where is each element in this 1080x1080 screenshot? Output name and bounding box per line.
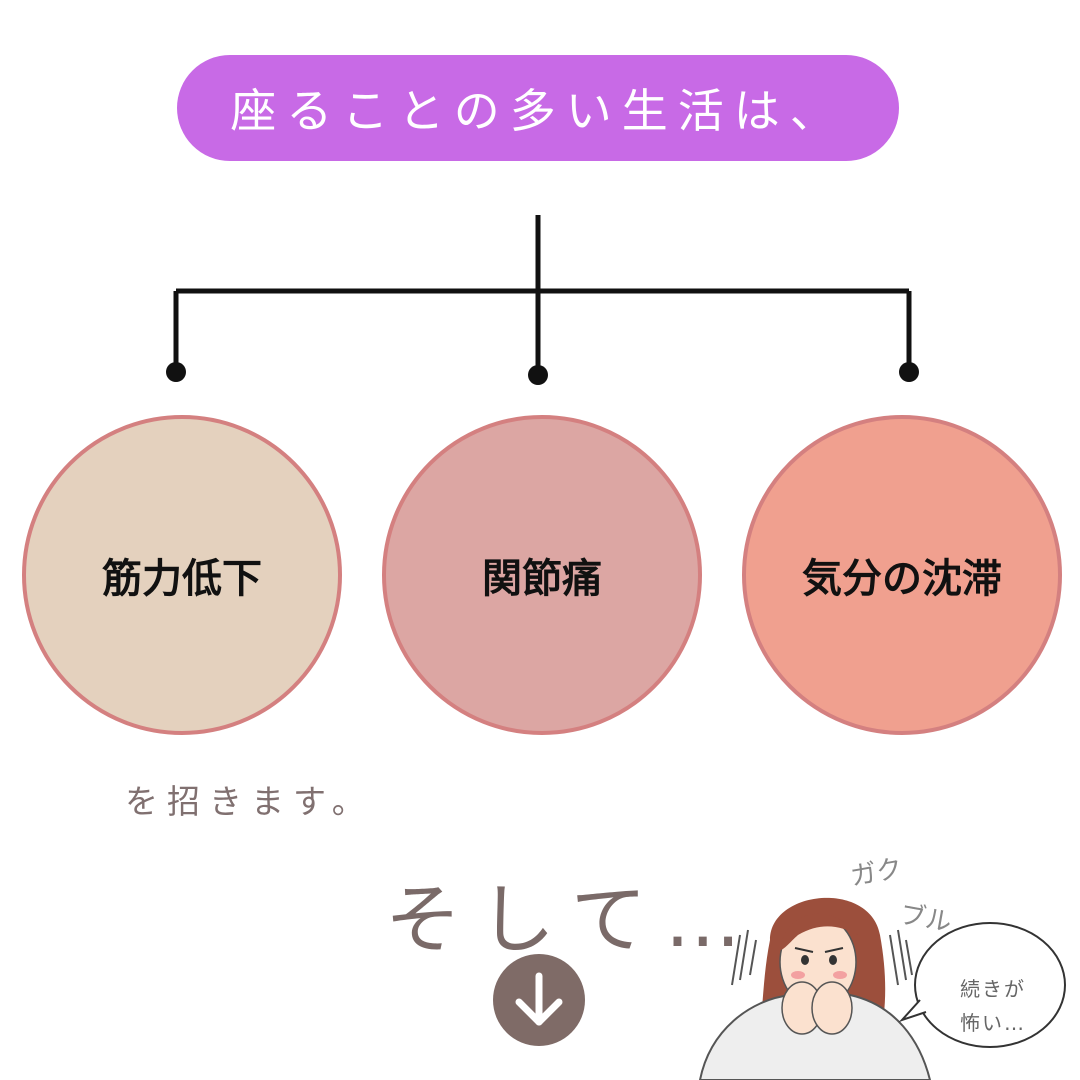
branch-left-dot <box>166 362 186 382</box>
circle-fill <box>22 415 342 735</box>
speech-bubble-text: 続きが 怖い… <box>948 972 1038 1040</box>
speech-line-1: 続きが <box>960 977 1026 1001</box>
effect-circle-mood: 気分の沈滞 <box>742 415 1062 735</box>
speech-line-2: 怖い… <box>960 1011 1026 1035</box>
scroll-down-button[interactable] <box>493 954 585 1046</box>
transition-text: そして… <box>385 875 759 964</box>
caption-text: を招きます。 <box>125 782 374 821</box>
circle-label: 関節痛 <box>482 556 602 602</box>
worried-woman-illustration <box>698 897 1066 1080</box>
effect-circle-joint: 関節痛 <box>382 415 702 735</box>
branch-center-dot <box>528 365 548 385</box>
page-title: 座ることの多い生活は、 <box>177 55 899 161</box>
circle-fill <box>742 415 1062 735</box>
branch-right-dot <box>899 362 919 382</box>
effect-circle-muscle: 筋力低下 <box>22 415 342 735</box>
circle-fill <box>382 415 702 735</box>
circle-label: 筋力低下 <box>102 556 262 602</box>
arrow-down-icon <box>515 972 563 1026</box>
circle-label: 気分の沈滞 <box>802 556 1002 602</box>
